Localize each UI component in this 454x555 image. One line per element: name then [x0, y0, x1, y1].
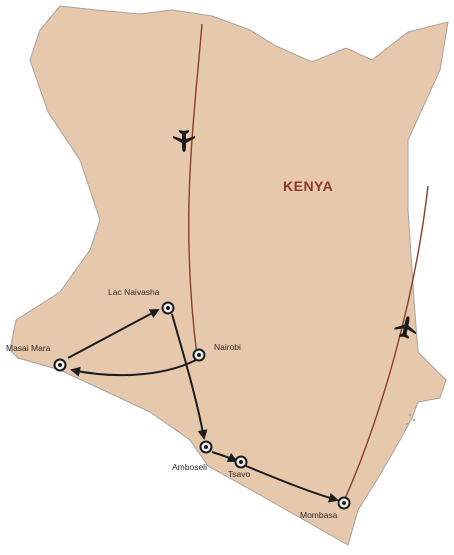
route-masai-mara-to-lac-naivasha	[67, 309, 160, 359]
island-dot	[408, 413, 412, 417]
city-marker-masai-mara[interactable]	[53, 358, 67, 372]
city-label-amboseli: Amboseli	[172, 462, 207, 472]
route-lac-naivasha-to-amboseli	[171, 313, 208, 440]
city-label-masai-mara: Masai Mara	[6, 343, 51, 353]
city-label-nairobi: Nairobi	[214, 342, 241, 352]
city-marker-tsavo[interactable]	[234, 455, 248, 469]
city-label-mombasa: Mombasa	[300, 510, 338, 520]
city-marker-nairobi[interactable]	[192, 348, 206, 362]
city-marker-amboseli[interactable]	[199, 440, 213, 454]
country-label: KENYA	[283, 178, 333, 194]
city-marker-mombasa[interactable]	[337, 496, 351, 510]
city-label-lac-naivasha: Lac Naivasha	[108, 287, 160, 297]
route-nairobi-to-masai-mara	[70, 359, 197, 377]
airplane-icon	[394, 316, 417, 339]
city-label-tsavo: Tsavo	[228, 469, 250, 479]
airplane-icon	[173, 130, 195, 152]
kenya-country-shape	[9, 5, 449, 546]
flight-path-departure-mombasa	[343, 185, 429, 502]
route-tsavo-to-mombasa	[245, 465, 339, 503]
road-routes	[67, 309, 339, 503]
flight-path-arrival-nairobi	[188, 23, 203, 357]
island-dot	[413, 419, 415, 421]
island-dot	[406, 423, 408, 425]
city-marker-lac-naivasha[interactable]	[161, 301, 175, 315]
route-amboseli-to-tsavo	[211, 451, 238, 462]
